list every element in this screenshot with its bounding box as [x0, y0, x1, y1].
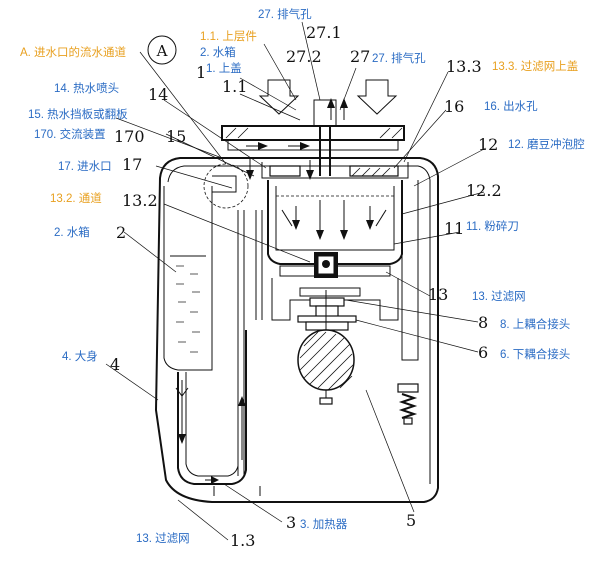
- vent-tube: [319, 126, 331, 176]
- label-hot-water-nozzle: 14. 热水喷头: [54, 82, 119, 95]
- grind-chamber-inner: [275, 186, 395, 251]
- num-1: 1: [196, 63, 206, 82]
- inflow-arrow-right: [356, 79, 398, 115]
- heater-u-tube: [177, 330, 247, 485]
- callout-a: A: [147, 35, 177, 65]
- vent-tube-top: [313, 99, 337, 127]
- outer-body-outline: [154, 157, 439, 503]
- num-11: 11: [444, 219, 464, 238]
- label-flow-device: 170. 交流装置: [34, 127, 106, 141]
- chamber-flow-arrows: [281, 200, 387, 240]
- label-filter-cover: 13.3. 过滤网上盖: [492, 59, 578, 73]
- label-vent-top: 27. 排气孔: [258, 7, 312, 21]
- right-channel: [401, 180, 419, 361]
- label-upper-coupling: 8. 上耦合接头: [500, 317, 570, 331]
- num-12-2: 12.2: [466, 181, 502, 200]
- num-170: 170: [114, 127, 145, 146]
- num-3: 3: [286, 513, 296, 532]
- support-inner: [299, 287, 361, 297]
- label-vent-right: 27. 排气孔: [372, 51, 426, 65]
- hot-water-nozzle-right: [349, 165, 399, 177]
- spring: [397, 383, 419, 425]
- label-outlet-hole: 16. 出水孔: [484, 99, 538, 113]
- check-valve-icon: [175, 387, 189, 397]
- filter-cover: [261, 162, 409, 179]
- label-filter-mid: 13. 过滤网: [472, 290, 526, 303]
- label-inlet: 17. 进水口: [58, 160, 112, 173]
- label-inlet-channel: A. 进水口的流水通道: [20, 45, 127, 59]
- num-14: 14: [148, 85, 168, 104]
- num-13-3: 13.3: [446, 57, 482, 76]
- num-13: 13: [428, 285, 448, 304]
- num-8: 8: [478, 313, 488, 332]
- leader-lines: [105, 21, 487, 541]
- label-body: 4. 大身: [62, 349, 98, 363]
- water-marks: [176, 265, 200, 353]
- motor: [297, 329, 355, 405]
- num-6: 6: [478, 343, 488, 362]
- inlet-part: [212, 175, 237, 193]
- label-heater: 3. 加热器: [300, 518, 348, 531]
- upper-cover: [221, 125, 405, 141]
- cover-hatch: [225, 127, 403, 139]
- heater-u-tube-inner: [185, 330, 239, 477]
- blade-assembly: [279, 252, 391, 278]
- labels: 27. 排气孔 1.1. 上层件 2. 水箱 A. 进水口的流水通道 1. 上盖…: [20, 7, 585, 545]
- num-1-3: 1.3: [230, 531, 255, 550]
- num-27-1: 27.1: [306, 23, 342, 42]
- device-drawing: [154, 79, 439, 503]
- upper-cover-lower: [227, 140, 399, 151]
- num-27: 27: [350, 47, 370, 66]
- water-tank-wall: [163, 186, 213, 371]
- label-hot-water-baffle: 15. 热水挡板或翻板: [28, 107, 128, 121]
- label-lower-coupling: 6. 下耦合接头: [500, 347, 570, 361]
- inflow-arrow-left: [258, 79, 300, 115]
- label-blade: 11. 粉碎刀: [466, 219, 519, 233]
- num-17: 17: [122, 155, 142, 174]
- vent-arrows: [327, 98, 348, 120]
- heater-flow-arrows: [178, 380, 246, 484]
- part-numbers: 27.1 27.2 27 1 1.1 13.3 14 16 170 15 12 …: [110, 23, 502, 550]
- callout-letter: A: [156, 42, 168, 60]
- label-channel: 13.2. 通道: [50, 191, 102, 205]
- label-filter-bottom: 13. 过滤网: [136, 532, 190, 545]
- num-2: 2: [116, 223, 126, 242]
- detail-circle: [203, 163, 249, 209]
- coupling: [297, 290, 357, 340]
- num-16: 16: [444, 97, 464, 116]
- label-water-tank-top: 2. 水箱: [200, 45, 236, 59]
- num-27-2: 27.2: [286, 47, 322, 66]
- label-upper-layer: 1.1. 上层件: [200, 29, 257, 43]
- label-grind-chamber: 12. 磨豆冲泡腔: [508, 137, 585, 151]
- inner-body-line: [167, 165, 431, 484]
- nozzle-hatch: [351, 167, 391, 177]
- bottom-base: [213, 486, 261, 496]
- label-water-tank-left: 2. 水箱: [54, 225, 90, 239]
- hot-water-nozzle-left: [269, 165, 301, 177]
- num-12: 12: [478, 135, 498, 154]
- label-upper-cover: 1. 上盖: [206, 61, 242, 75]
- cover-channel-arrows: [246, 142, 314, 180]
- num-13-2: 13.2: [122, 191, 158, 210]
- grind-chamber: [267, 180, 403, 265]
- num-15: 15: [166, 127, 186, 146]
- num-5: 5: [406, 511, 416, 530]
- num-1-1: 1.1: [222, 77, 247, 96]
- num-4: 4: [110, 355, 120, 374]
